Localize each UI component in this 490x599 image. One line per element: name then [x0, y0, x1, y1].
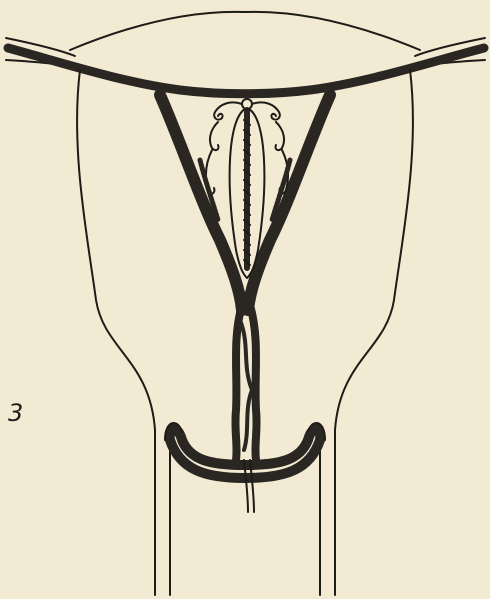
figure-label: 3	[8, 401, 23, 425]
cervical-canal-cross	[240, 320, 252, 450]
uterine-wall-left	[77, 70, 155, 595]
uterine-wall-right	[335, 70, 413, 595]
fundus-dome-outline	[70, 12, 420, 50]
iud-arm-left	[206, 102, 242, 193]
